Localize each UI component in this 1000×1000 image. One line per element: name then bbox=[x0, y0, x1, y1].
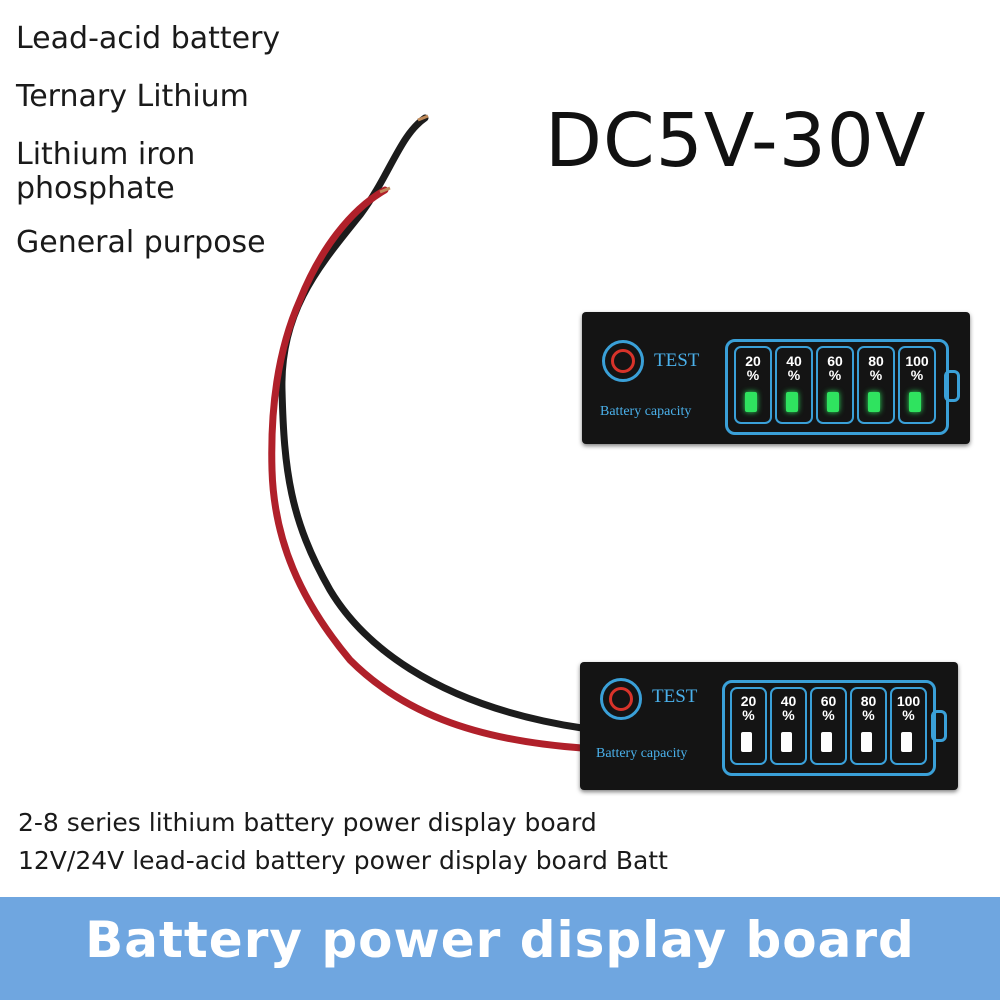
percent-60: 60% bbox=[827, 353, 843, 383]
power-button-icon[interactable] bbox=[602, 340, 644, 382]
percent-100: 100% bbox=[896, 693, 921, 723]
percent-40: 40% bbox=[780, 693, 797, 723]
battery-type-phosphate: phosphate bbox=[16, 171, 175, 206]
level-cell-20 bbox=[730, 687, 767, 765]
battery-outline-icon bbox=[725, 339, 949, 435]
percent-20: 20% bbox=[740, 693, 757, 723]
battery-nub-icon bbox=[931, 710, 947, 742]
level-cell-40 bbox=[770, 687, 807, 765]
percent-80: 80% bbox=[860, 693, 877, 723]
description-line-1: 2-8 series lithium battery power display… bbox=[18, 808, 597, 837]
percent-20: 20% bbox=[745, 353, 761, 383]
level-cell-80 bbox=[850, 687, 887, 765]
battery-type-lead-acid: Lead-acid battery bbox=[16, 21, 281, 56]
banner-title: Battery power display board bbox=[85, 911, 915, 969]
led-100 bbox=[901, 732, 912, 752]
level-cell-100 bbox=[898, 346, 936, 424]
percent-100: 100% bbox=[905, 353, 929, 383]
display-board-unlit: TEST Battery capacity 20% 40% 60% 80% 10… bbox=[580, 662, 958, 790]
led-60 bbox=[827, 392, 839, 412]
percent-40: 40% bbox=[786, 353, 802, 383]
red-wire bbox=[268, 186, 586, 752]
battery-capacity-label: Battery capacity bbox=[596, 746, 688, 761]
led-100 bbox=[909, 392, 921, 412]
black-wire bbox=[278, 114, 586, 732]
level-cell-40 bbox=[775, 346, 813, 424]
title-banner: Battery power display board bbox=[0, 897, 1000, 1000]
led-20 bbox=[741, 732, 752, 752]
description-line-2: 12V/24V lead-acid battery power display … bbox=[18, 846, 668, 875]
level-cell-80 bbox=[857, 346, 895, 424]
level-cell-100 bbox=[890, 687, 927, 765]
test-label: TEST bbox=[652, 686, 698, 707]
led-20 bbox=[745, 392, 757, 412]
level-cell-60 bbox=[810, 687, 847, 765]
voltage-range: DC5V-30V bbox=[545, 98, 927, 184]
battery-type-lithium-iron: Lithium iron bbox=[16, 137, 196, 172]
test-label: TEST bbox=[654, 350, 700, 371]
battery-type-ternary-lithium: Ternary Lithium bbox=[16, 79, 249, 114]
led-80 bbox=[861, 732, 872, 752]
battery-type-general-purpose: General purpose bbox=[16, 225, 266, 260]
battery-outline-icon bbox=[722, 680, 936, 776]
level-cell-20 bbox=[734, 346, 772, 424]
battery-nub-icon bbox=[944, 370, 960, 402]
percent-80: 80% bbox=[868, 353, 884, 383]
percent-60: 60% bbox=[820, 693, 837, 723]
display-board-lit: TEST Battery capacity 20% 40% 60% 80% 10… bbox=[582, 312, 970, 444]
led-40 bbox=[781, 732, 792, 752]
level-cell-60 bbox=[816, 346, 854, 424]
led-40 bbox=[786, 392, 798, 412]
power-button-icon[interactable] bbox=[600, 678, 642, 720]
battery-capacity-label: Battery capacity bbox=[600, 404, 692, 419]
led-60 bbox=[821, 732, 832, 752]
led-80 bbox=[868, 392, 880, 412]
